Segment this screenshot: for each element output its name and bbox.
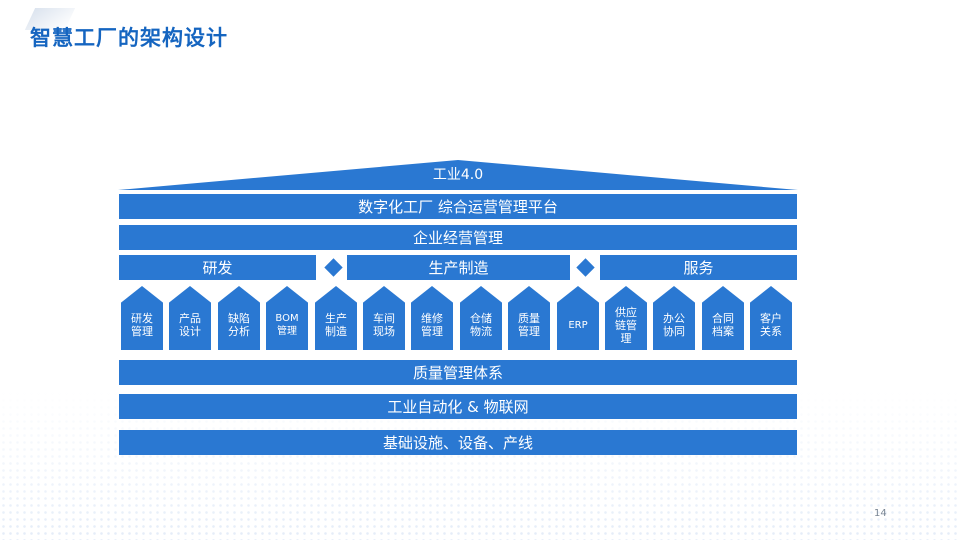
module-label: 合同档案: [712, 312, 734, 338]
module-label: 研发管理: [131, 312, 153, 338]
diamond-separator: [324, 258, 343, 277]
module-label: 办公协同: [663, 312, 685, 338]
module-label: 维修管理: [421, 312, 443, 338]
module-house: 供应链管理: [605, 286, 647, 350]
diamond-separator: [576, 258, 595, 277]
module-label: 生产制造: [325, 312, 347, 338]
module-house: ERP: [557, 286, 599, 350]
roof-label: 工业4.0: [432, 167, 484, 183]
module-house: BOM管理: [266, 286, 308, 350]
section-rnd: 研发: [119, 255, 316, 280]
module-house: 办公协同: [653, 286, 695, 350]
module-house: 合同档案: [702, 286, 744, 350]
module-house: 缺陷分析: [218, 286, 260, 350]
infrastructure-band: 基础设施、设备、产线: [119, 430, 797, 455]
quality-band: 质量管理体系: [119, 360, 797, 385]
module-house: 研发管理: [121, 286, 163, 350]
module-label: 供应链管理: [615, 305, 637, 345]
roof-shape: [118, 160, 798, 190]
module-house: 仓储物流: [460, 286, 502, 350]
platform-band: 数字化工厂 综合运营管理平台: [119, 194, 797, 219]
module-label: 产品设计: [179, 312, 201, 338]
module-label: 质量管理: [518, 312, 540, 338]
module-label: 车间现场: [373, 312, 395, 338]
module-house: 生产制造: [315, 286, 357, 350]
module-house: 产品设计: [169, 286, 211, 350]
section-service: 服务: [600, 255, 797, 280]
module-label: 客户关系: [760, 312, 782, 338]
module-house: 维修管理: [411, 286, 453, 350]
module-label: ERP: [568, 319, 588, 331]
module-label: 缺陷分析: [228, 312, 250, 338]
module-house: 客户关系: [750, 286, 792, 350]
module-label: 仓储物流: [470, 312, 492, 338]
automation-band: 工业自动化 & 物联网: [119, 394, 797, 419]
module-house: 车间现场: [363, 286, 405, 350]
module-label: BOM管理: [275, 313, 299, 337]
page-number: 14: [874, 508, 887, 519]
management-band: 企业经营管理: [119, 225, 797, 250]
section-manufacturing: 生产制造: [347, 255, 570, 280]
module-house: 质量管理: [508, 286, 550, 350]
slide-title: 智慧工厂的架构设计: [30, 26, 228, 50]
